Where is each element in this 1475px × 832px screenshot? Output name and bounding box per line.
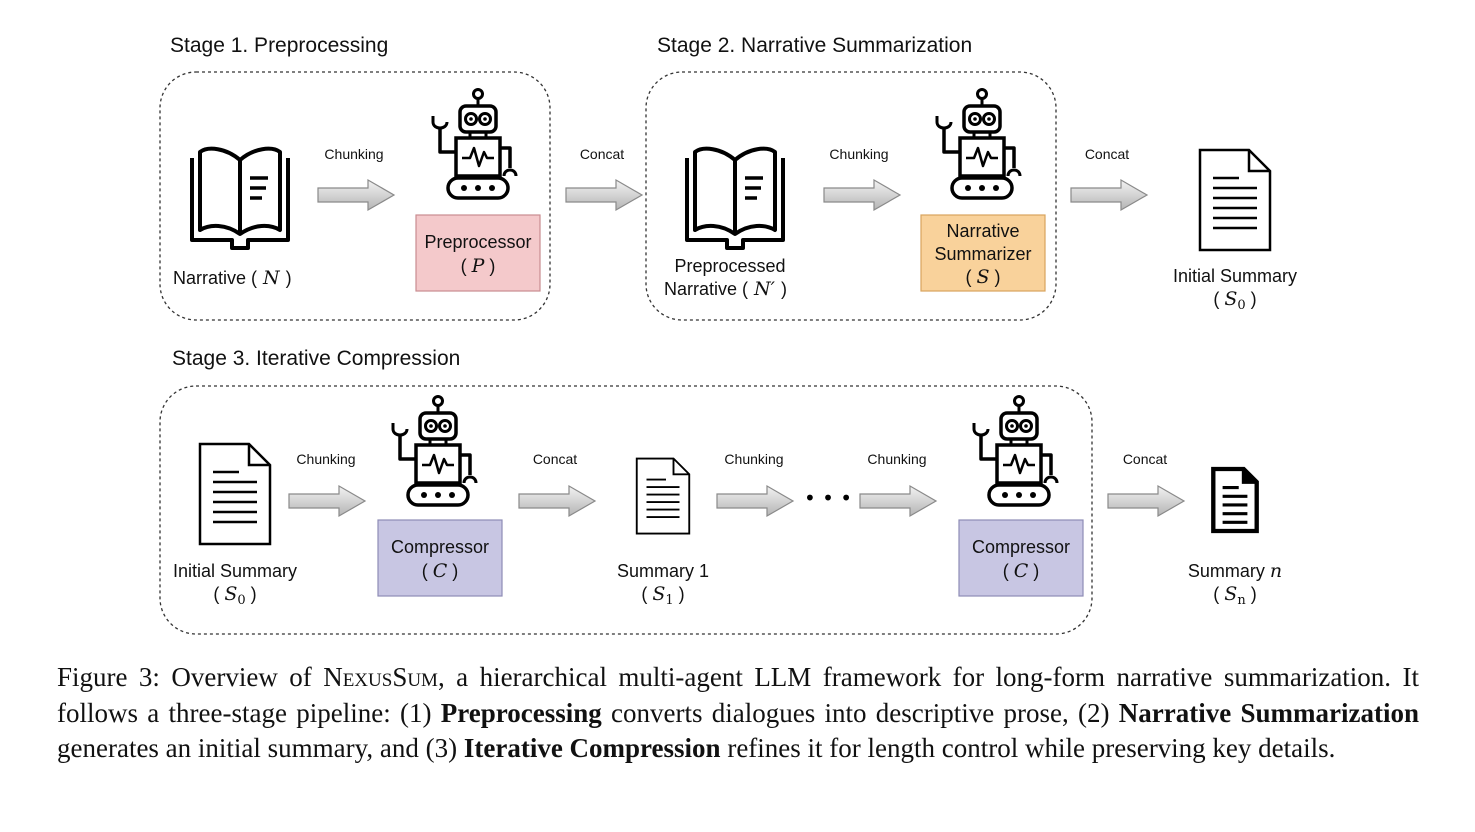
compressor-2-box [958,519,1084,597]
initial-summary-label: Initial Summary [1173,266,1297,286]
summary-1-label: Summary 1 [617,561,709,581]
concat-arrow-2 [1070,179,1148,211]
summary-n-doc-icon [1211,466,1259,534]
preprocessed-label-line1: Preprocessed [674,256,785,276]
framework-name: NexusSum [323,662,438,692]
preprocessed-label-line2: Narrative (N′) [664,278,787,300]
compressor-1-box [377,519,503,597]
concat-label-3: Concat [533,451,577,467]
figure-caption: Figure 3: Overview of NexusSum, a hierar… [57,662,1420,763]
concat-arrow-1 [565,179,643,211]
chunking-arrow-1 [317,179,395,211]
preprocessed-book-icon [685,146,785,250]
initial-summary-doc-icon [1198,148,1272,252]
compressor-2-robot-icon [972,394,1059,507]
summarizer-robot-icon [935,87,1022,200]
concat-label-2: Concat [1085,146,1129,162]
stage-2-box [645,71,1057,321]
summarizer-label-line2: Summarizer [934,244,1031,264]
compressor-1-var: (C) [422,560,459,582]
chunking-arrow-2 [823,179,901,211]
compressor-1-label: Compressor [391,537,489,557]
chunking-arrow-4 [716,485,794,517]
chunking-arrow-3 [288,485,366,517]
concat-arrow-3 [518,485,596,517]
summary-n-var: (Sn) [1213,583,1256,608]
stage3-initial-summary-var: (S0) [213,583,256,608]
caption-bold-preprocessing: Preprocessing [440,697,602,728]
compressor-1-robot-icon [391,394,478,507]
summarizer-label-line1: Narrative [946,221,1019,241]
concat-label-4: Concat [1123,451,1167,467]
stage-1-box [159,71,551,321]
concat-label-1: Concat [580,146,624,162]
compressor-2-label: Compressor [972,537,1070,557]
preprocessor-label: Preprocessor [424,232,531,252]
summarizer-var: (S) [965,266,1000,288]
chunking-label-4: Chunking [724,451,783,467]
chunking-label-2: Chunking [829,146,888,162]
summary-1-doc-icon [635,457,691,535]
caption-bold-narrative-summarization: Narrative Summarization [1118,697,1420,728]
stage-2-title: Stage 2. Narrative Summarization [657,34,972,57]
pipeline-diagram: Stage 1. Preprocessing Stage 2. Narrativ… [159,34,1297,635]
narrative-label: Narrative (N) [173,267,292,289]
chunking-arrow-5 [859,485,937,517]
preprocessor-var: (P) [461,255,496,277]
chunking-label-5: Chunking [867,451,926,467]
initial-summary-var: (S0) [1213,288,1256,313]
summary-1-var: (S1) [641,583,684,608]
preprocessor-robot-icon [431,87,518,200]
stage-1-title: Stage 1. Preprocessing [170,34,388,57]
caption-bold-iterative-compression: Iterative Compression [463,733,721,763]
narrative-book-icon [190,146,290,250]
stage3-initial-summary-label: Initial Summary [173,561,297,581]
ellipsis: • • • [804,486,852,510]
stage-3-box [159,385,1093,635]
concat-arrow-4 [1107,485,1185,517]
compressor-2-var: (C) [1003,560,1040,582]
preprocessor-box [415,214,541,292]
stage-3-title: Stage 3. Iterative Compression [172,347,460,370]
chunking-label-3: Chunking [296,451,355,467]
stage3-initial-summary-doc-icon [198,442,272,546]
chunking-label-1: Chunking [324,146,383,162]
summarizer-box [920,214,1046,292]
